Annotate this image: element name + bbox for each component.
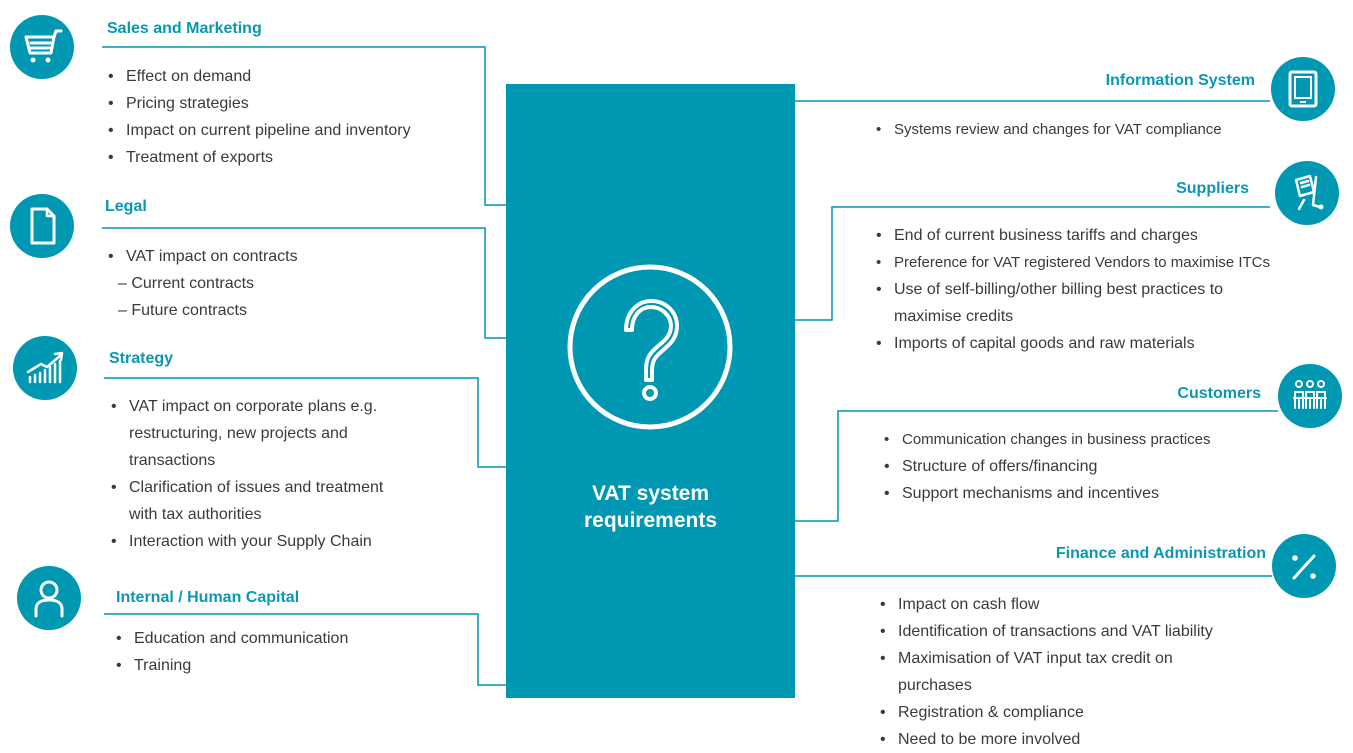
center-title-line2: requirements (583, 509, 718, 532)
list-customers: Communication changes in business practi… (884, 426, 1211, 507)
center-title: VAT system requirements (506, 480, 795, 534)
center-title-line1: VAT system (591, 482, 710, 505)
heading-strategy: Strategy (109, 350, 174, 367)
list-item: Interaction with your Supply Chain (111, 528, 383, 555)
list-finance-administration: Impact on cash flow Identification of tr… (880, 591, 1213, 753)
person-icon (17, 566, 81, 630)
list-item-continued: with tax authorities (129, 506, 262, 523)
list-suppliers: End of current business tariffs and char… (876, 222, 1270, 357)
tablet-icon (1271, 57, 1335, 121)
list-item: Support mechanisms and incentives (884, 480, 1211, 507)
list-sales-marketing: Effect on demand Pricing strategies Impa… (108, 63, 411, 171)
connector-suppliers (795, 206, 1270, 321)
list-item: VAT impact on corporate plans e.g. (111, 393, 383, 420)
heading-sales-marketing: Sales and Marketing (107, 20, 262, 37)
list-item: Registration & compliance (880, 699, 1213, 726)
heading-human-capital: Internal / Human Capital (116, 589, 300, 606)
list-item: Systems review and changes for VAT compl… (876, 116, 1222, 143)
list-item-continued: maximise credits (894, 308, 1014, 325)
heading-legal: Legal (105, 198, 147, 215)
list-item: Use of self-billing/other billing best p… (876, 276, 1270, 303)
list-item: Communication changes in business practi… (884, 426, 1211, 453)
list-item: VAT impact on contracts (108, 243, 298, 270)
list-item: Identification of transactions and VAT l… (880, 618, 1213, 645)
list-item: Training (116, 652, 348, 679)
list-item: Education and communication (116, 625, 348, 652)
people-group-icon (1278, 364, 1342, 428)
shopping-cart-icon (10, 15, 74, 79)
list-item: Imports of capital goods and raw materia… (876, 330, 1270, 357)
list-item-continued: purchases (898, 677, 972, 694)
list-item: Impact on current pipeline and inventory (108, 117, 411, 144)
percent-icon (1272, 534, 1336, 598)
list-information-system: Systems review and changes for VAT compl… (876, 116, 1222, 143)
list-item: Treatment of exports (108, 144, 411, 171)
connector-customers (795, 410, 1278, 522)
list-strategy: VAT impact on corporate plans e.g. restr… (111, 393, 383, 555)
document-icon (10, 194, 74, 258)
list-item: Effect on demand (108, 63, 411, 90)
list-subitem: – Future contracts (118, 302, 247, 319)
list-item: End of current business tariffs and char… (876, 222, 1270, 249)
supplier-list-icon (1275, 161, 1339, 225)
connector-sales (102, 46, 506, 206)
list-item: Need to be more involved (880, 726, 1213, 753)
growth-chart-icon (13, 336, 77, 400)
list-item: Impact on cash flow (880, 591, 1213, 618)
list-item-continued: transactions (129, 452, 216, 469)
list-item: Maximisation of VAT input tax credit on (880, 645, 1213, 672)
list-item: Clarification of issues and treatment (111, 474, 383, 501)
list-subitem: – Current contracts (118, 275, 255, 292)
list-human-capital: Education and communication Training (116, 625, 348, 679)
list-legal: VAT impact on contracts – Current contra… (108, 243, 298, 324)
connector-legal (102, 227, 506, 339)
heading-suppliers: Suppliers (1176, 180, 1249, 197)
list-item: Structure of offers/financing (884, 453, 1211, 480)
center-panel (506, 84, 795, 698)
list-item: Pricing strategies (108, 90, 411, 117)
question-mark-icon (567, 264, 733, 430)
heading-customers: Customers (1177, 385, 1261, 402)
list-item: Preference for VAT registered Vendors to… (876, 249, 1270, 276)
heading-finance-administration: Finance and Administration (1055, 545, 1266, 562)
heading-information-system: Information System (1105, 72, 1255, 89)
connector-strategy (104, 377, 506, 468)
connector-human-capital (104, 613, 506, 686)
list-item-continued: restructuring, new projects and (129, 425, 348, 442)
